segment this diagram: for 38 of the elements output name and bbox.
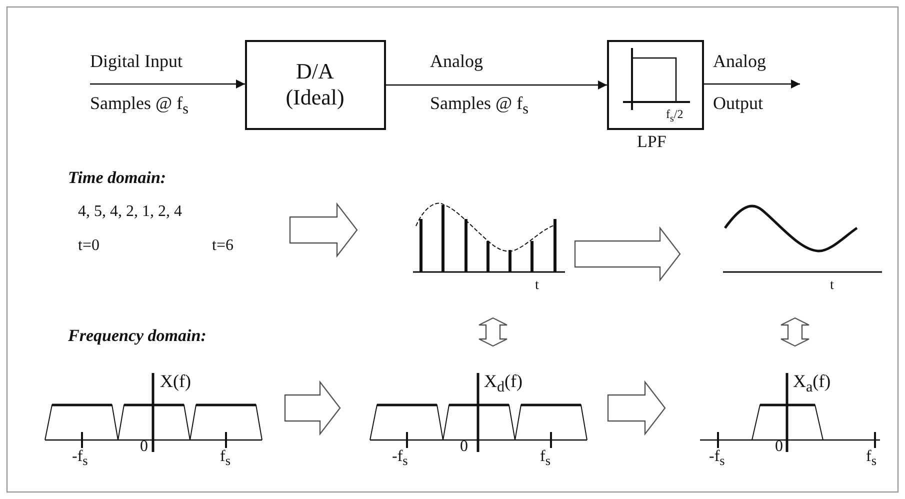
block-label: LPF bbox=[637, 133, 666, 152]
tick-label: f$_{s}$ bbox=[866, 448, 877, 469]
tick-label: 0 bbox=[460, 438, 468, 456]
time-label: t=0 bbox=[78, 237, 100, 255]
tick-label: -f$_{s}$ bbox=[392, 448, 408, 469]
section-heading: Time domain: bbox=[68, 169, 166, 188]
signal-label: Samples @ f$_{s}$ bbox=[90, 94, 188, 118]
section-heading: Frequency domain: bbox=[68, 327, 206, 346]
block-arrow bbox=[284, 380, 341, 436]
block-arrow bbox=[574, 226, 681, 282]
tick-label: -f$_{s}$ bbox=[72, 448, 88, 469]
axis-label: X$_{a}$(f) bbox=[793, 372, 831, 396]
axis-label: X$_{d}$(f) bbox=[484, 372, 522, 396]
signal-label: Analog bbox=[430, 52, 483, 72]
signal-label: Samples @ f$_{s}$ bbox=[430, 94, 528, 118]
cutoff-label: f$_{s}$/2 bbox=[666, 108, 684, 124]
tick-label: -f$_{s}$ bbox=[709, 448, 725, 469]
double-block-arrow bbox=[780, 317, 810, 347]
arrow bbox=[386, 80, 607, 90]
axis-label: t bbox=[830, 278, 834, 294]
block-arrow bbox=[607, 380, 666, 436]
signal-label: Digital Input bbox=[90, 52, 182, 72]
process-box bbox=[245, 40, 386, 130]
tick-label: 0 bbox=[775, 438, 783, 456]
time-label: t=6 bbox=[212, 237, 234, 255]
axis-label: X(f) bbox=[160, 372, 191, 392]
signal-label: Output bbox=[713, 94, 764, 114]
axis-label: t bbox=[535, 278, 539, 294]
block-label: D/A (Ideal) bbox=[284, 58, 346, 112]
arrow bbox=[704, 80, 800, 88]
arrow bbox=[90, 80, 245, 88]
tick-label: f$_{s}$ bbox=[540, 448, 551, 469]
block-arrow bbox=[289, 202, 358, 258]
tick-label: f$_{s}$ bbox=[220, 448, 231, 469]
double-block-arrow bbox=[478, 317, 508, 347]
signal-label: Analog bbox=[713, 52, 766, 72]
sample-values: 4, 5, 4, 2, 1, 2, 4 bbox=[78, 203, 182, 221]
tick-label: 0 bbox=[140, 438, 148, 456]
